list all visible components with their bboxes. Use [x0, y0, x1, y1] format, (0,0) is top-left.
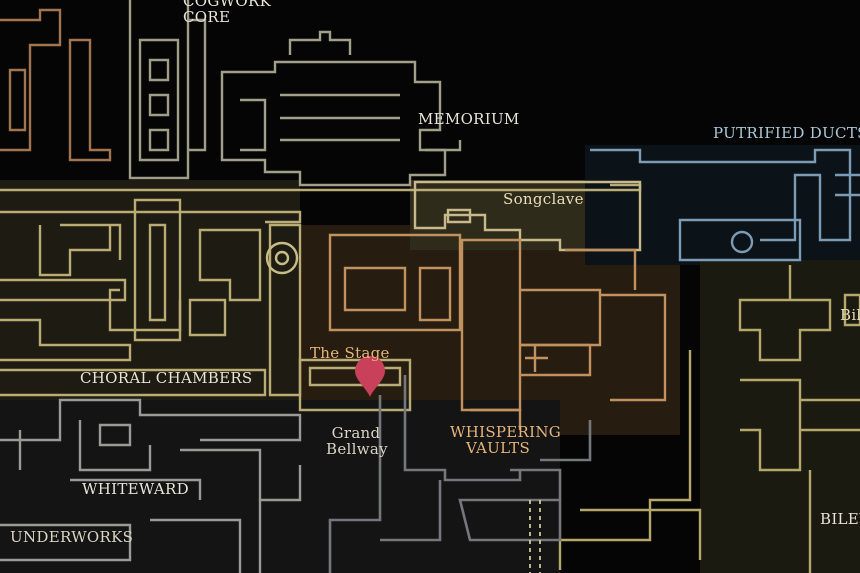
region-label-memorium[interactable]: MEMORIUM — [418, 110, 520, 128]
bellway-lower-tracks — [328, 375, 592, 573]
bilewater-rooms — [558, 265, 860, 573]
putrified-ducts-rooms — [590, 148, 860, 262]
ducts-tint — [585, 145, 860, 265]
whiteward-rooms — [0, 398, 302, 573]
region-label-whiteward[interactable]: WHITEWARD — [82, 480, 189, 498]
grey-tint — [0, 400, 560, 573]
right-yellow-tint — [700, 260, 860, 573]
region-label-songclave[interactable]: Songclave — [503, 190, 584, 208]
region-label-putrified-ducts[interactable]: PUTRIFIED DUCTS — [713, 124, 860, 142]
region-label-choral-chambers[interactable]: CHORAL CHAMBERS — [80, 369, 253, 387]
central-corridors — [0, 183, 642, 412]
cogwork-core-rooms — [128, 0, 207, 180]
region-label-bilewater-top[interactable]: Bil — [840, 306, 860, 324]
region-label-underworks[interactable]: UNDERWORKS — [10, 528, 134, 546]
region-label-whispering-vaults[interactable]: WHISPERING VAULTS — [450, 423, 562, 457]
region-label-the-stage[interactable]: The Stage — [310, 344, 390, 362]
bellway-node — [265, 241, 299, 275]
region-label-grand-bellway[interactable]: Grand Bellway — [326, 424, 388, 458]
whispering-vaults-rooms — [328, 233, 667, 430]
region-label-cogwork-core[interactable]: COGWORK CORE — [183, 0, 272, 26]
location-pin-icon — [355, 356, 385, 397]
region-label-bilewater-bottom[interactable]: BILEW — [820, 510, 860, 528]
songclave-rooms — [413, 180, 642, 252]
left-brown-rooms — [0, 8, 112, 162]
memorium-rooms — [220, 30, 462, 187]
